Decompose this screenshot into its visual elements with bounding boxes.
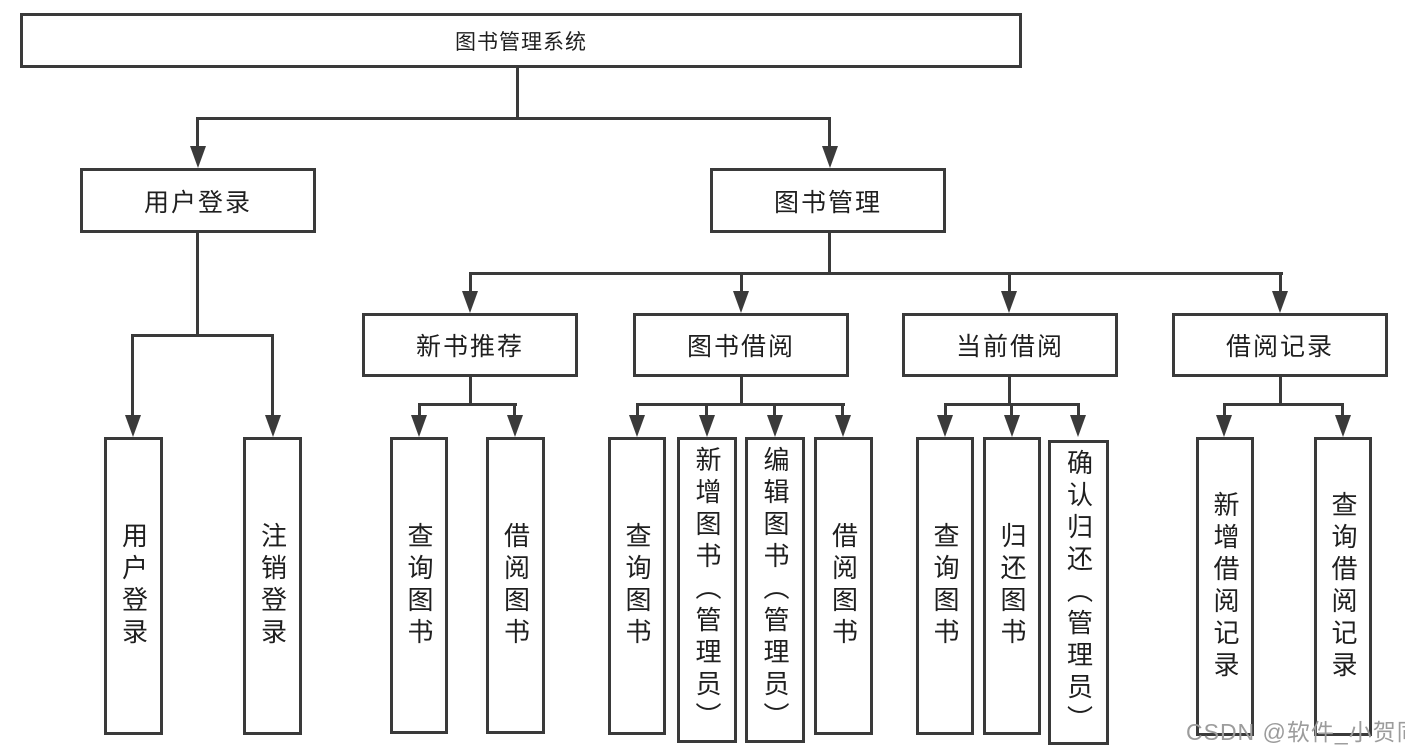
leaf-bb-edit-books-admin-label: 编辑图书（管理员）: [760, 446, 790, 734]
arrow-down-nb-borrow: [507, 415, 523, 437]
leaf-cb-query-books-label: 查询图书: [930, 522, 960, 650]
node-current-borrow-label: 当前借阅: [955, 333, 1064, 361]
connector-borrow-records-bar: [1223, 403, 1344, 406]
connector-root-stem: [516, 68, 519, 119]
leaf-bb-borrow-books: 借阅图书: [814, 437, 873, 735]
leaf-bb-edit-books-admin: 编辑图书（管理员）: [745, 437, 805, 743]
arrow-down-cb-return: [1004, 415, 1020, 437]
connector-nb-borrow-stem: [513, 405, 516, 416]
connector-book-mgmt-stem: [828, 119, 831, 147]
connector-cb-return-stem: [1010, 405, 1013, 416]
leaf-logout: 注销登录: [243, 437, 302, 735]
connector-new-book-bar: [418, 403, 517, 406]
connector-cb-confirm-stem: [1077, 405, 1080, 416]
node-user-login: 用户登录: [80, 168, 316, 233]
node-user-login-label: 用户登录: [143, 188, 252, 217]
arrow-down-cb-confirm: [1070, 415, 1086, 437]
connector-book-mgmt-down: [828, 233, 831, 274]
connector-leaf-login-stem: [131, 336, 134, 415]
node-new-book-recommend: 新书推荐: [362, 313, 578, 377]
leaf-user-login-label: 用户登录: [118, 522, 149, 650]
node-book-management-label: 图书管理: [773, 188, 882, 217]
leaf-nb-query-books-label: 查询图书: [404, 521, 434, 650]
connector-bb-add-stem: [705, 405, 708, 416]
leaf-cb-confirm-return-admin: 确认归还（管理员）: [1048, 440, 1109, 745]
arrow-down-leaf-login: [125, 415, 141, 437]
connector-borrow-records-down: [1279, 377, 1282, 405]
arrow-down-bb-borrow: [835, 415, 851, 437]
arrow-down-new-book: [462, 291, 478, 313]
connector-bb-query-stem: [636, 405, 639, 416]
leaf-br-query-record: 查询借阅记录: [1314, 437, 1372, 736]
leaf-logout-label: 注销登录: [257, 522, 288, 650]
connector-borrow-records-stem: [1279, 274, 1282, 292]
arrow-down-book-mgmt: [822, 146, 838, 168]
leaf-nb-borrow-books-label: 借阅图书: [500, 521, 531, 650]
node-new-book-recommend-label: 新书推荐: [415, 333, 524, 361]
arrow-down-br-query: [1335, 415, 1351, 437]
leaf-bb-borrow-books-label: 借阅图书: [828, 522, 859, 650]
node-root: 图书管理系统: [20, 13, 1022, 68]
connector-level2-bar: [196, 117, 831, 120]
leaf-br-query-record-label: 查询借阅记录: [1328, 490, 1358, 683]
leaf-br-add-record: 新增借阅记录: [1196, 437, 1254, 736]
connector-new-book-stem: [469, 274, 472, 292]
arrow-down-nb-query: [411, 415, 427, 437]
connector-current-borrow-stem: [1008, 274, 1011, 292]
node-current-borrow: 当前借阅: [902, 313, 1118, 377]
node-borrow-records-label: 借阅记录: [1225, 333, 1334, 361]
connector-user-login-stem: [196, 119, 199, 147]
connector-br-query-stem: [1341, 405, 1344, 416]
arrow-down-bb-add: [699, 415, 715, 437]
node-book-borrow-label: 图书借阅: [686, 333, 795, 361]
arrow-down-br-add: [1216, 415, 1232, 437]
connector-cb-query-stem: [944, 405, 947, 416]
leaf-cb-confirm-return-admin-label: 确认归还（管理员）: [1063, 448, 1094, 737]
arrow-down-bb-query: [629, 415, 645, 437]
connector-new-book-down: [469, 377, 472, 405]
leaf-user-login: 用户登录: [104, 437, 163, 735]
node-borrow-records: 借阅记录: [1172, 313, 1388, 377]
leaf-bb-add-books-admin: 新增图书（管理员）: [677, 437, 737, 743]
connector-level3-bar: [469, 272, 1283, 275]
leaf-nb-query-books: 查询图书: [390, 437, 448, 734]
connector-book-borrow-down: [740, 377, 743, 405]
leaf-bb-add-books-admin-label: 新增图书（管理员）: [692, 446, 722, 734]
connector-br-add-stem: [1223, 405, 1226, 416]
connector-book-borrow-stem: [740, 274, 743, 292]
arrow-down-user-login: [190, 146, 206, 168]
csdn-watermark: CSDN @软件_小贺同学: [1186, 719, 1405, 745]
connector-nb-query-stem: [418, 405, 421, 416]
connector-book-borrow-bar: [636, 403, 845, 406]
connector-bb-edit-stem: [773, 405, 776, 416]
leaf-cb-return-books-label: 归还图书: [997, 522, 1027, 650]
arrow-down-cb-query: [937, 415, 953, 437]
connector-user-login-bar: [131, 334, 274, 337]
arrow-down-borrow-records: [1272, 291, 1288, 313]
connector-user-login-down: [196, 233, 199, 336]
connector-current-borrow-down: [1008, 377, 1011, 405]
connector-bb-borrow-stem: [841, 405, 844, 416]
connector-current-borrow-bar: [944, 403, 1080, 406]
leaf-bb-query-books: 查询图书: [608, 437, 666, 735]
leaf-nb-borrow-books: 借阅图书: [486, 437, 545, 734]
arrow-down-leaf-logout: [265, 415, 281, 437]
leaf-cb-return-books: 归还图书: [983, 437, 1041, 735]
arrow-down-book-borrow: [733, 291, 749, 313]
node-book-borrow: 图书借阅: [633, 313, 849, 377]
leaf-bb-query-books-label: 查询图书: [622, 522, 652, 650]
leaf-cb-query-books: 查询图书: [916, 437, 974, 735]
arrow-down-current-borrow: [1001, 291, 1017, 313]
leaf-br-add-record-label: 新增借阅记录: [1210, 490, 1240, 683]
node-root-label: 图书管理系统: [455, 30, 587, 54]
node-book-management: 图书管理: [710, 168, 946, 233]
arrow-down-bb-edit: [767, 415, 783, 437]
connector-leaf-logout-stem: [271, 336, 274, 415]
